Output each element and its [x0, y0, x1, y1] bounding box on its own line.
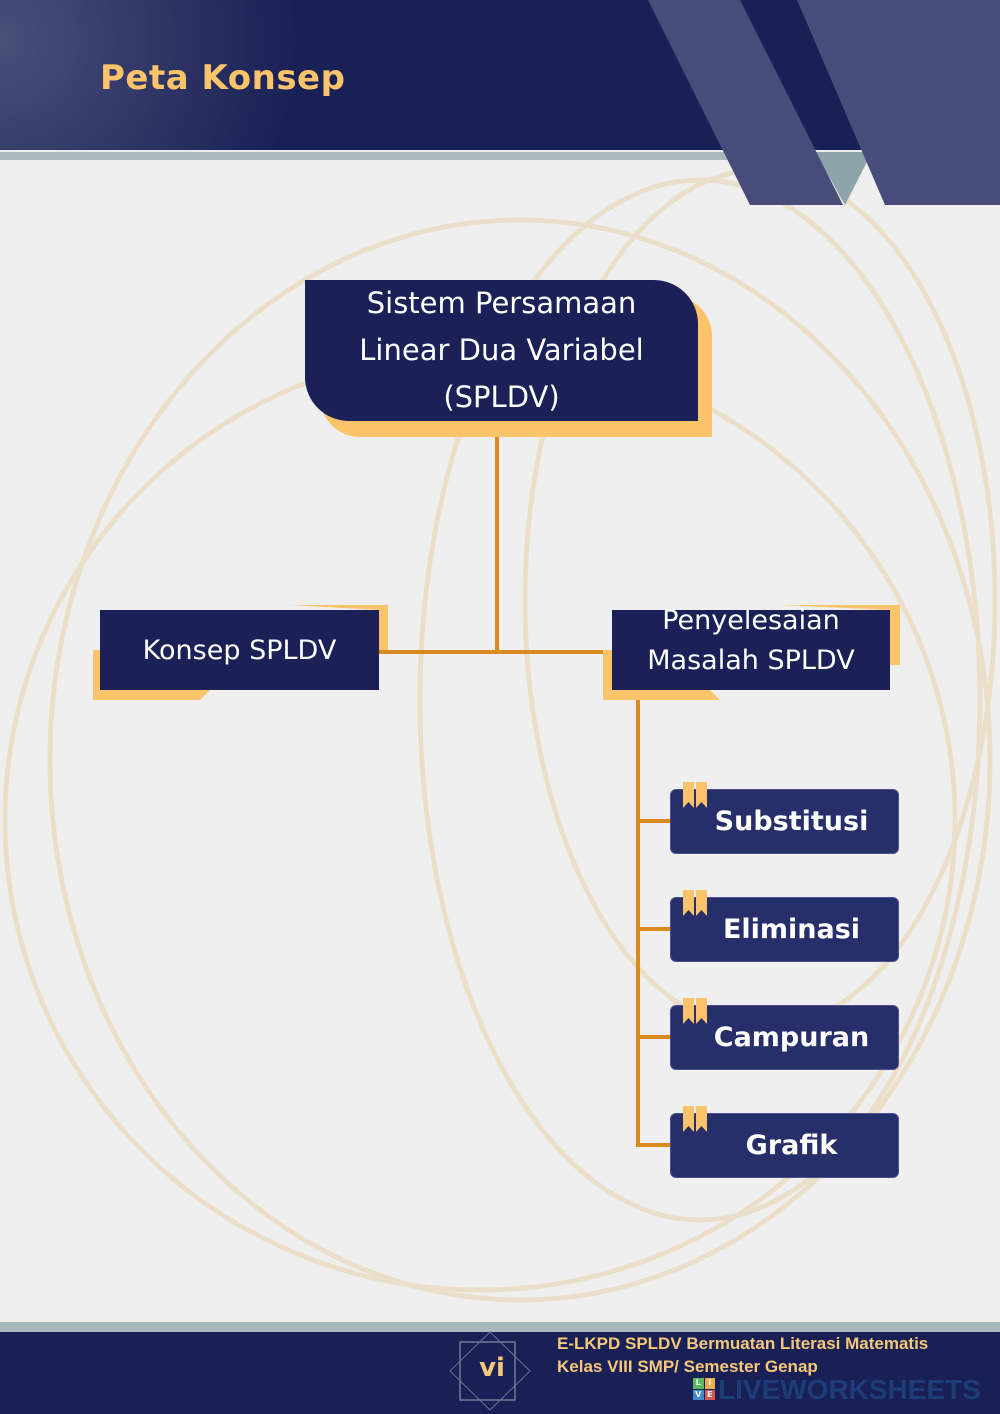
logo-letter: I: [704, 1378, 715, 1389]
connector-line: [495, 437, 499, 654]
root-line: (SPLDV): [443, 380, 560, 414]
method-eliminasi: Eliminasi: [670, 890, 899, 962]
concept-node-label: Konsep SPLDV: [142, 634, 337, 666]
concept-node: Konsep SPLDV: [100, 610, 379, 690]
header-strip: [0, 150, 1000, 160]
right-node-accent: [603, 605, 900, 700]
header-diagonal-shapes: [648, 0, 1000, 205]
root-line: Linear Dua Variabel: [359, 333, 644, 367]
footer-title: E-LKPD SPLDV Bermuatan Literasi Matemati…: [557, 1334, 929, 1353]
method-label: Campuran: [713, 1022, 870, 1053]
page-number: vi: [479, 1353, 505, 1383]
root-node: Sistem Persamaan Linear Dua Variabel (SP…: [305, 280, 698, 421]
method-label: Eliminasi: [722, 914, 861, 945]
connector-line: [636, 700, 640, 1147]
solution-line: Penyelesaian: [662, 605, 840, 636]
bookmark-icon: [683, 1106, 707, 1132]
footer-strip: [0, 1322, 1000, 1332]
logo-letter: E: [704, 1389, 715, 1400]
solution-node: Penyelesaian Masalah SPLDV: [612, 605, 890, 690]
method-label: Substitusi: [714, 806, 869, 837]
connector-line: [636, 927, 672, 931]
method-substitusi: Substitusi: [670, 782, 899, 854]
watermark: LIVEWORKSHEETS: [718, 1374, 981, 1405]
footer-subtitle: Kelas VIII SMP/ Semester Genap: [557, 1357, 818, 1376]
liveworksheets-logo: L I V E: [693, 1378, 715, 1400]
page-title: Peta Konsep: [100, 58, 346, 98]
root-line: Sistem Persamaan: [366, 286, 637, 320]
method-label: Grafik: [745, 1130, 838, 1161]
connector-line: [378, 650, 612, 654]
logo-letter: L: [693, 1378, 704, 1389]
bookmark-icon: [683, 998, 707, 1024]
connector-line: [636, 1143, 672, 1147]
page-number-frame: [449, 1331, 531, 1411]
bookmark-icon: [683, 782, 707, 808]
method-grafik: Grafik: [670, 1106, 899, 1178]
connector-line: [636, 1035, 672, 1039]
method-campuran: Campuran: [670, 998, 899, 1070]
logo-letter: V: [693, 1389, 704, 1400]
bookmark-icon: [683, 890, 707, 916]
connector-line: [636, 819, 672, 823]
solution-line: Masalah SPLDV: [647, 645, 855, 676]
